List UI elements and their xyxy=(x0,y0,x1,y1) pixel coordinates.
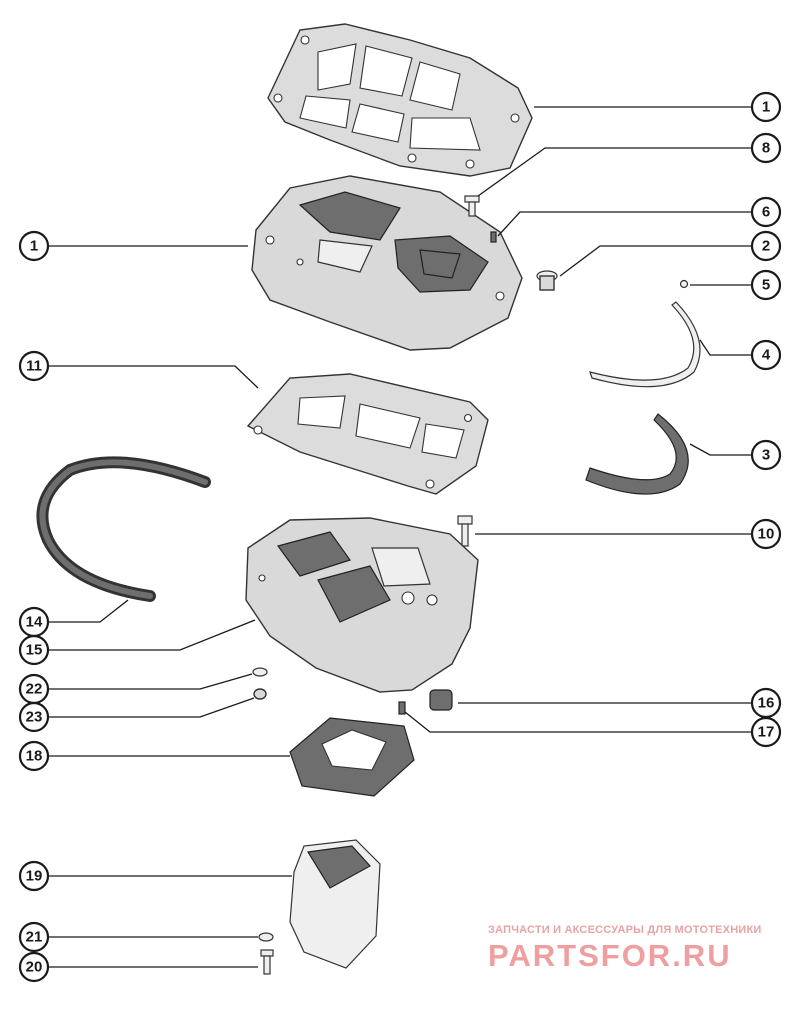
callout-label: 8 xyxy=(762,140,770,157)
callout-2: 2 xyxy=(750,230,782,262)
callout-label: 15 xyxy=(26,642,43,659)
callout-label: 3 xyxy=(762,447,770,464)
bolt-10-part xyxy=(457,515,473,547)
callout-19: 19 xyxy=(18,860,50,892)
callout-label: 16 xyxy=(758,695,775,712)
callout-label: 20 xyxy=(26,959,43,976)
watermark: ЗАПЧАСТИ И АКСЕССУАРЫ ДЛЯ МОТОТЕХНИКИ PA… xyxy=(488,924,788,974)
screw-20-part xyxy=(260,949,274,975)
nut-23-part xyxy=(253,688,267,700)
callout-6: 6 xyxy=(750,196,782,228)
callout-20: 20 xyxy=(18,951,50,983)
callout-label: 4 xyxy=(762,347,771,364)
watermark-caption: ЗАПЧАСТИ И АКСЕССУАРЫ ДЛЯ МОТОТЕХНИКИ xyxy=(488,924,762,936)
callout-23: 23 xyxy=(18,701,50,733)
plug-16-part xyxy=(429,689,453,711)
leader-lines xyxy=(48,106,752,968)
pin-17-part xyxy=(398,701,406,715)
callout-label: 2 xyxy=(762,238,770,255)
callout-label: 1 xyxy=(30,238,38,255)
callout-label: 22 xyxy=(26,681,43,698)
callout-label: 21 xyxy=(26,929,43,946)
callouts: 1 8 6 1 2 5 4 11 3 10 14 15 22 16 23 17 … xyxy=(18,91,782,983)
callout-label: 14 xyxy=(26,614,43,631)
callout-18: 18 xyxy=(18,740,50,772)
screw-5-part xyxy=(679,279,689,289)
callout-7: 1 xyxy=(750,91,782,123)
callout-22: 22 xyxy=(18,673,50,705)
callout-label: 18 xyxy=(26,748,43,765)
pin-6-part xyxy=(490,231,497,243)
callout-8: 8 xyxy=(750,132,782,164)
callout-5: 5 xyxy=(750,269,782,301)
callout-label: 1 xyxy=(762,99,770,116)
callout-label: 5 xyxy=(762,277,770,294)
callout-10: 10 xyxy=(750,518,782,550)
washer-21-part xyxy=(258,932,274,942)
callout-1: 1 xyxy=(18,230,50,262)
callout-label: 6 xyxy=(762,204,770,221)
callout-3: 3 xyxy=(750,439,782,471)
bushing-2-part xyxy=(536,270,558,291)
callout-21: 21 xyxy=(18,921,50,953)
callout-label: 10 xyxy=(758,526,775,543)
callout-label: 11 xyxy=(26,358,42,375)
callout-16: 16 xyxy=(750,687,782,719)
callout-label: 17 xyxy=(758,724,775,741)
upper-housing-part xyxy=(251,175,523,351)
top-gasket-part xyxy=(267,23,533,177)
watermark-logo: PARTSFOR.RU xyxy=(488,938,732,973)
curved-strip-4-part xyxy=(589,301,701,388)
lower-housing-part xyxy=(245,517,479,693)
middle-gasket-part xyxy=(246,373,489,495)
washer-22-part xyxy=(252,667,268,677)
curved-strip-3-part xyxy=(585,413,689,495)
callout-15: 15 xyxy=(18,634,50,666)
reed-block-19-part xyxy=(289,839,381,969)
hose-14-part xyxy=(36,456,211,602)
callout-4: 4 xyxy=(750,339,782,371)
screw-8-part xyxy=(464,195,480,217)
callout-label: 23 xyxy=(26,709,43,726)
callout-11: 11 xyxy=(18,350,50,382)
callout-17: 17 xyxy=(750,716,782,748)
reed-plate-18-part xyxy=(289,717,415,797)
callout-label: 19 xyxy=(26,868,43,885)
callout-14: 14 xyxy=(18,606,50,638)
